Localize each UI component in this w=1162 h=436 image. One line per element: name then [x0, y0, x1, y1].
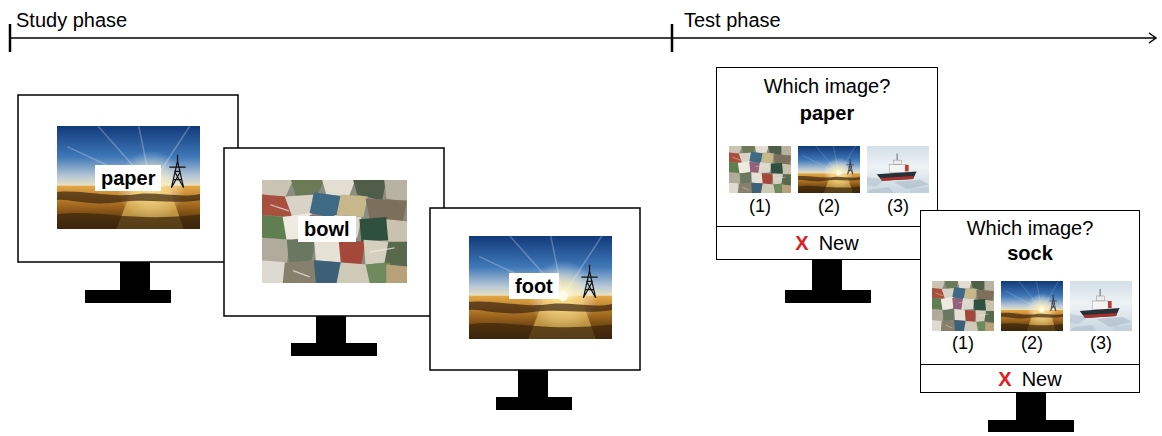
- cue-word: sock: [921, 241, 1139, 265]
- timeline-part: [671, 24, 674, 52]
- monitor-stand: [988, 393, 1074, 432]
- phase-label: Study phase: [16, 8, 127, 32]
- study-monitor-part: [316, 316, 346, 343]
- choice-number: (3): [887, 196, 909, 216]
- choice-number: (2): [818, 196, 840, 216]
- word-box: foot: [509, 273, 559, 299]
- test-screen: Which image? paperX New (1) (2) (3): [716, 67, 938, 260]
- response-bar: X New: [921, 364, 1139, 392]
- timeline-part: [10, 37, 1156, 39]
- monitor-stand-part: [812, 260, 842, 290]
- thumbnail-image: [932, 281, 994, 331]
- study-monitor-part: [57, 126, 200, 229]
- study-monitor-part: [469, 236, 612, 339]
- new-text: New: [1022, 367, 1062, 391]
- study-monitor-part: [518, 370, 548, 397]
- word-text: bowl: [304, 218, 350, 240]
- monitor-stand-part: [785, 290, 871, 303]
- word-text: paper: [101, 167, 155, 189]
- word-text: foot: [515, 275, 553, 297]
- response-bar: X New: [717, 226, 937, 259]
- study-monitor-part: [496, 397, 572, 410]
- question-text: Which image?: [921, 216, 1139, 240]
- study-monitor-part: [18, 95, 238, 262]
- thumbnail-image: [867, 146, 929, 193]
- thumbnail-image: [729, 146, 791, 193]
- choice-number: (3): [1090, 333, 1112, 353]
- choice-number: (2): [1021, 333, 1043, 353]
- study-monitor: [224, 148, 444, 356]
- study-monitor-part: [430, 208, 640, 370]
- cue-word: paper: [717, 101, 937, 125]
- question-text: Which image?: [717, 74, 937, 98]
- choice-number: (1): [749, 196, 771, 216]
- study-monitor-part: [291, 343, 377, 356]
- thumbnail-image: [798, 146, 860, 193]
- timeline-part: [9, 24, 12, 52]
- choice-number: (1): [952, 333, 974, 353]
- monitor-stand-part: [1016, 393, 1046, 420]
- phase-label: Test phase: [684, 8, 781, 32]
- study-monitor: [18, 95, 238, 303]
- thumbnail-image: [1070, 281, 1132, 331]
- study-monitor-part: [224, 148, 444, 316]
- study-monitor-part: [262, 180, 407, 283]
- timeline: [10, 24, 1156, 52]
- timeline-part: [1149, 33, 1156, 43]
- thumbnail-image: [1001, 281, 1063, 331]
- new-x: X: [795, 231, 808, 255]
- new-x: X: [998, 367, 1011, 391]
- study-monitor-part: [85, 290, 171, 303]
- test-screen: Which image?sockX New (1) (2) (3): [920, 210, 1140, 393]
- new-text: New: [819, 231, 859, 255]
- word-box: bowl: [298, 216, 356, 242]
- study-monitor-part: [120, 262, 150, 290]
- monitor-stand: [785, 260, 871, 303]
- monitor-stand-part: [988, 420, 1074, 432]
- word-box: paper: [95, 165, 161, 191]
- study-monitor: [430, 208, 640, 410]
